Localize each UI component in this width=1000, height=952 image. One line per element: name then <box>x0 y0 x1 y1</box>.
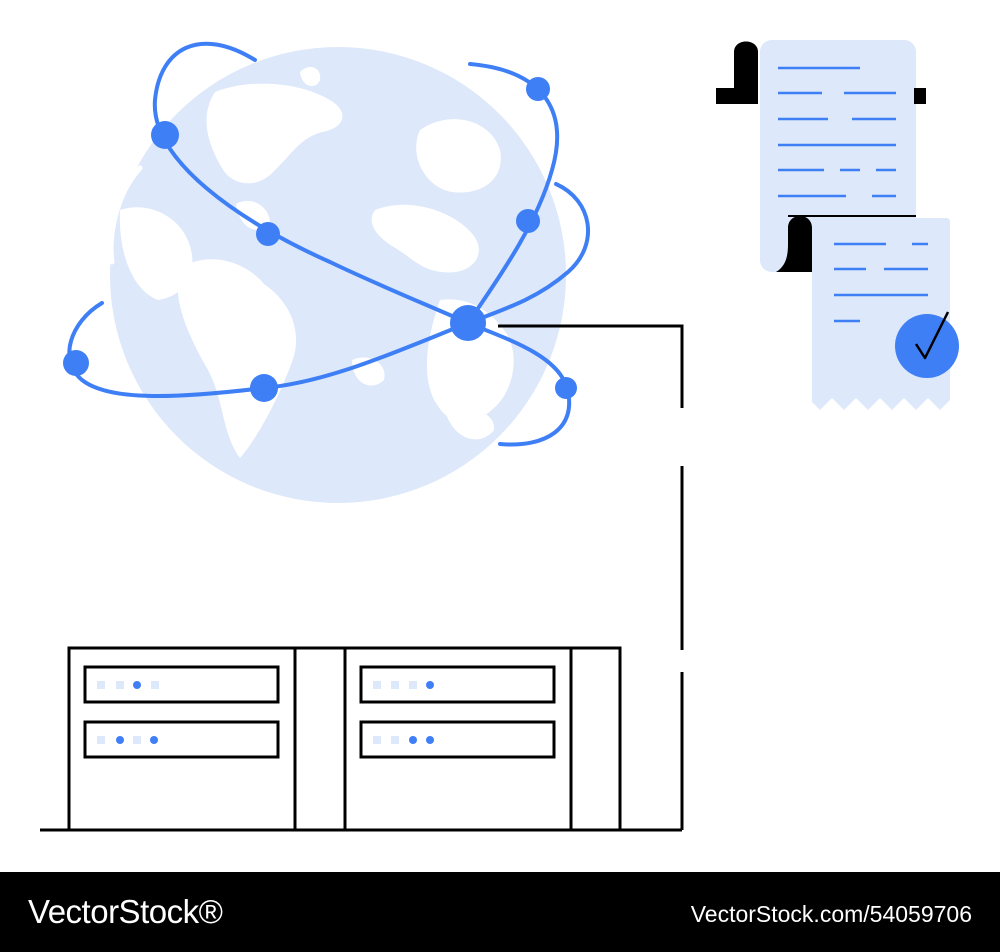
server-unit <box>83 720 280 759</box>
globe-icon <box>108 47 566 503</box>
watermark-bar: VectorStock® VectorStock.com/54059706 <box>0 872 1000 952</box>
orbit-node <box>555 377 577 399</box>
server-lights <box>97 681 434 744</box>
orbit-node <box>516 209 540 233</box>
orbit-node <box>526 77 550 101</box>
orbit-node <box>63 350 89 376</box>
stock-image-id: VectorStock.com/54059706 <box>690 901 972 927</box>
connector-line <box>498 324 684 830</box>
orbit-lines <box>67 41 591 447</box>
document-scroll-icon <box>716 40 926 272</box>
orbit-node <box>256 222 280 246</box>
approval-seal <box>895 314 959 378</box>
orbit-nodes <box>63 77 577 402</box>
server-rack-icon <box>40 646 682 832</box>
server-unit <box>359 665 556 704</box>
vectorstock-logo: VectorStock® <box>28 893 223 930</box>
illustration <box>40 40 959 832</box>
orbit-node <box>151 121 179 149</box>
orbit-node-hub <box>450 305 486 341</box>
server-unit <box>359 720 556 759</box>
certificate-icon <box>776 215 959 410</box>
checkmark-icon <box>914 311 950 360</box>
server-unit <box>83 665 280 704</box>
orbit-node <box>250 374 278 402</box>
